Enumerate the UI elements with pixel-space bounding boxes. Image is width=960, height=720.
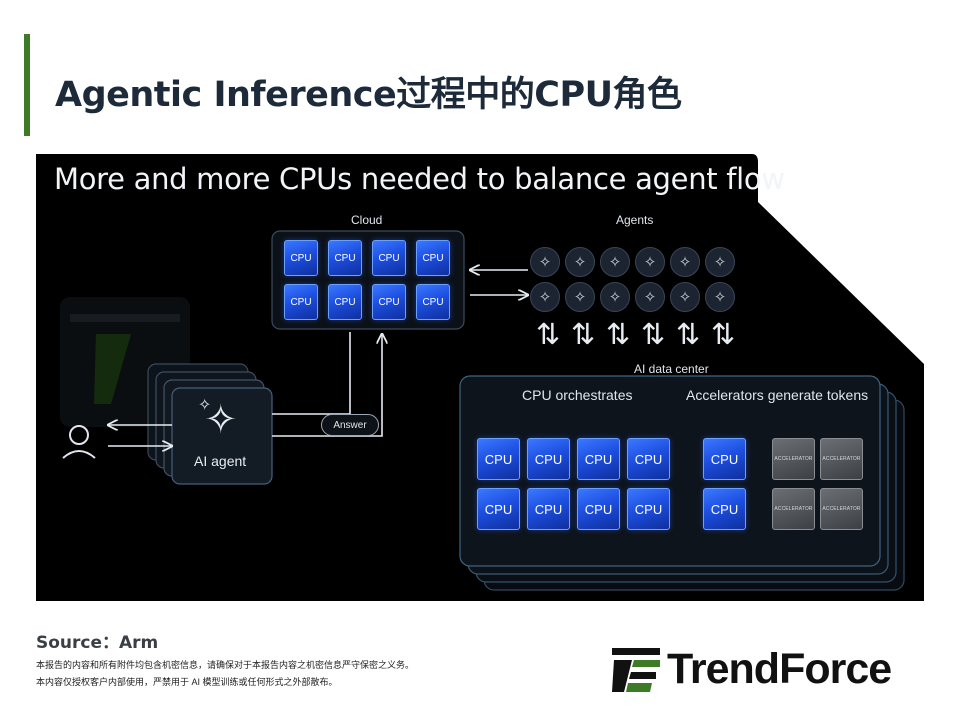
brand-name: TrendForce [667,645,892,693]
updown-arrow-icon: ⇅ [606,317,631,351]
ai-agent-sparkle-icon: ✧ [204,398,238,442]
trendforce-logo-icon [612,648,660,692]
disclaimer-line-2: 本内容仅授权客户内部使用，严禁用于 AI 模型训练或任何形式之外部散布。 [36,677,338,687]
accelerator-chip: ACCELERATOR [772,438,815,480]
orchestrator-cpu-chip: CPU [577,438,620,480]
user-icon-glyph [62,425,96,459]
diagram-heading: More and more CPUs needed to balance age… [54,162,785,196]
agent-sparkle-icon: ✧ [565,247,595,277]
cloud-cpu-chip: CPU [372,240,406,276]
cloud-cpu-chip: CPU [372,284,406,320]
updown-arrow-icon: ⇅ [676,317,701,351]
orchestrator-cpu-chip: CPU [527,438,570,480]
disclaimer-line-1: 本报告的内容和所有附件均包含机密信息，请确保对于本报告内容之机密信息严守保密之义… [36,660,415,670]
agent-sparkle-icon: ✧ [705,282,735,312]
cloud-cpu-chip: CPU [416,240,450,276]
orchestrator-cpu-chip: CPU [577,488,620,530]
cloud-cpu-chip: CPU [328,240,362,276]
updown-arrow-icon: ⇅ [641,317,666,351]
orchestrator-cpu-chip: CPU [527,488,570,530]
agent-sparkle-icon: ✧ [600,247,630,277]
cloud-cpu-chip: CPU [284,240,318,276]
orchestrator-cpu-chip: CPU [477,438,520,480]
diagram-canvas [36,154,924,601]
cloud-cpu-chip: CPU [416,284,450,320]
orchestrates-label: CPU orchestrates [522,387,633,403]
answer-pill: Answer [321,414,379,436]
agent-sparkle-icon: ✧ [565,282,595,312]
orchestrator-cpu-chip: CPU [477,488,520,530]
accelerator-chip: ACCELERATOR [772,488,815,530]
updown-arrow-icon: ⇅ [536,317,561,351]
page-title: Agentic Inference过程中的CPU角色 [55,75,682,115]
agent-sparkle-icon: ✧ [600,282,630,312]
orchestrator-cpu-chip: CPU [627,438,670,480]
agent-sparkle-icon: ✧ [530,247,560,277]
agent-sparkle-icon: ✧ [705,247,735,277]
datacenter-label: AI data center [634,362,709,376]
accelerator-host-cpu-chip: CPU [703,438,746,480]
agent-sparkle-icon: ✧ [530,282,560,312]
agent-sparkle-icon: ✧ [635,282,665,312]
diagram-panel: More and more CPUs needed to balance age… [36,154,924,601]
accelerator-chip: ACCELERATOR [820,488,863,530]
ai-agent-label: AI agent [194,453,247,469]
datacenter-box [459,375,881,567]
cloud-label: Cloud [351,213,383,227]
title-accent-bar [24,34,30,136]
source-label: Source：Arm [36,633,159,653]
arrow-answer-to-cloud [272,334,382,437]
cloud-cpu-chip: CPU [328,284,362,320]
updown-arrow-icon: ⇅ [571,317,596,351]
accelerator-chip: ACCELERATOR [820,438,863,480]
accelerators-label: Accelerators generate tokens [686,387,869,403]
agents-label: Agents [616,213,654,227]
accelerator-host-cpu-chip: CPU [703,488,746,530]
updown-arrow-icon: ⇅ [711,317,736,351]
agent-sparkle-icon: ✧ [670,247,700,277]
ai-agent-small-sparkle-icon: ✧ [198,397,212,414]
agent-sparkle-icon: ✧ [670,282,700,312]
orchestrator-cpu-chip: CPU [627,488,670,530]
agent-sparkle-icon: ✧ [635,247,665,277]
cloud-cpu-chip: CPU [284,284,318,320]
